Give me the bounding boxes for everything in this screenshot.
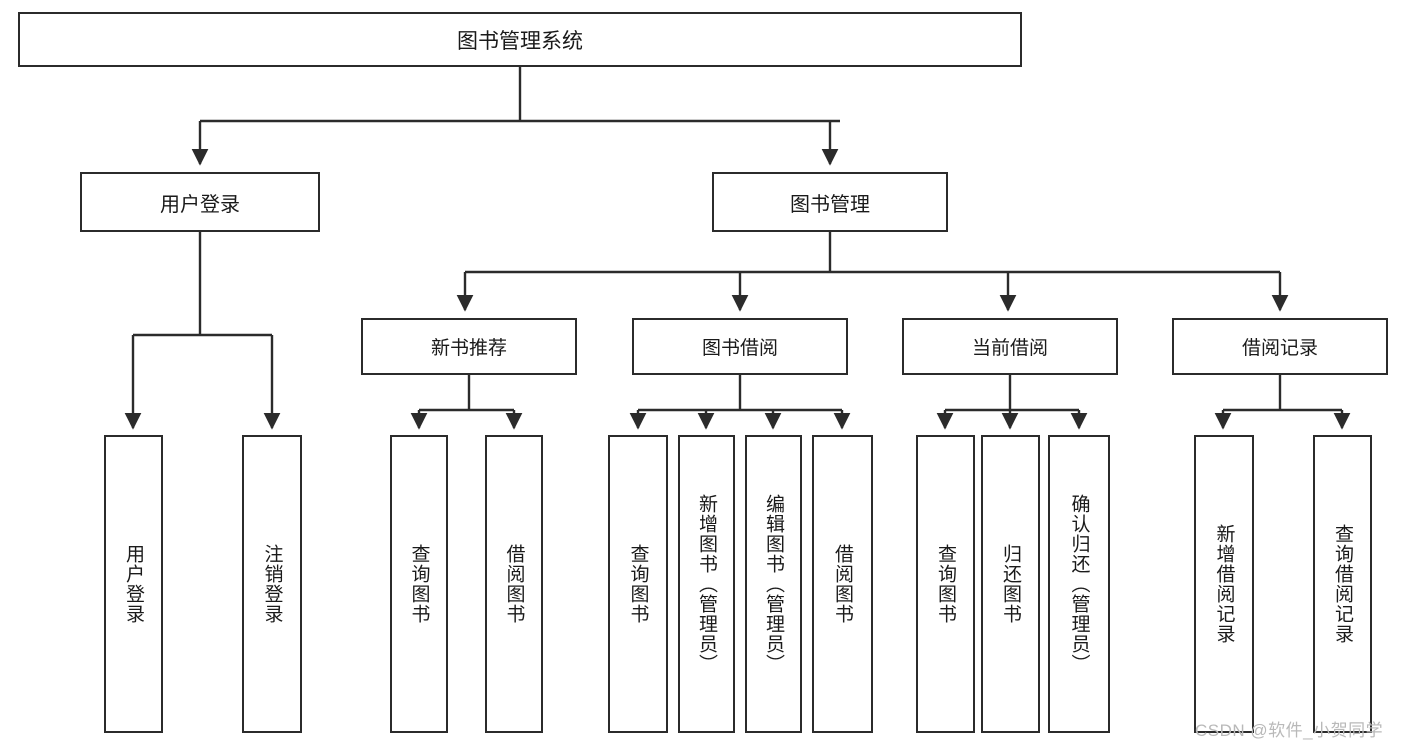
node-leaf-logout[interactable]: 注销登录 (242, 435, 302, 733)
node-leaf-query-book-1-label: 查询图书 (408, 544, 430, 624)
node-leaf-query-record-label: 查询借阅记录 (1332, 524, 1354, 644)
node-book-manage-label: 图书管理 (790, 193, 870, 216)
node-borrow-record[interactable]: 借阅记录 (1172, 318, 1388, 375)
node-leaf-add-record[interactable]: 新增借阅记录 (1194, 435, 1254, 733)
node-leaf-query-book-1[interactable]: 查询图书 (390, 435, 448, 733)
node-leaf-query-book-3-label: 查询图书 (935, 544, 957, 624)
node-book-borrow[interactable]: 图书借阅 (632, 318, 848, 375)
node-leaf-borrow-book-1-label: 借阅图书 (503, 544, 525, 624)
node-leaf-logout-label: 注销登录 (261, 544, 283, 624)
node-root[interactable]: 图书管理系统 (18, 12, 1022, 67)
node-leaf-user-login-label: 用户登录 (123, 544, 145, 624)
node-leaf-user-login[interactable]: 用户登录 (104, 435, 163, 733)
csdn-watermark: CSDN @软件_小贺同学 (1195, 721, 1384, 740)
node-leaf-add-book[interactable]: 新增图书（管理员） (678, 435, 735, 733)
node-leaf-add-book-label: 新增图书（管理员） (696, 494, 718, 674)
node-root-label: 图书管理系统 (457, 29, 583, 53)
node-book-borrow-label: 图书借阅 (701, 338, 778, 359)
node-leaf-return-book-label: 归还图书 (1000, 544, 1022, 624)
node-user-login[interactable]: 用户登录 (80, 172, 320, 232)
node-borrow-record-label: 借阅记录 (1241, 338, 1318, 359)
node-leaf-query-book-2[interactable]: 查询图书 (608, 435, 668, 733)
node-leaf-query-book-2-label: 查询图书 (627, 544, 649, 624)
node-leaf-return-book[interactable]: 归还图书 (981, 435, 1040, 733)
node-new-book-rec[interactable]: 新书推荐 (361, 318, 577, 375)
node-leaf-query-record[interactable]: 查询借阅记录 (1313, 435, 1372, 733)
node-leaf-borrow-book-1[interactable]: 借阅图书 (485, 435, 543, 733)
node-leaf-add-record-label: 新增借阅记录 (1213, 524, 1235, 644)
node-leaf-edit-book-label: 编辑图书（管理员） (763, 494, 785, 674)
node-leaf-borrow-book-2[interactable]: 借阅图书 (812, 435, 873, 733)
node-new-book-rec-label: 新书推荐 (430, 338, 507, 359)
node-leaf-confirm-return-label: 确认归还（管理员） (1068, 494, 1090, 674)
node-leaf-query-book-3[interactable]: 查询图书 (916, 435, 975, 733)
node-book-manage[interactable]: 图书管理 (712, 172, 948, 232)
node-current-borrow[interactable]: 当前借阅 (902, 318, 1118, 375)
node-user-login-label: 用户登录 (160, 193, 240, 216)
node-leaf-confirm-return[interactable]: 确认归还（管理员） (1048, 435, 1110, 733)
node-leaf-borrow-book-2-label: 借阅图书 (832, 544, 854, 624)
node-leaf-edit-book[interactable]: 编辑图书（管理员） (745, 435, 802, 733)
node-current-borrow-label: 当前借阅 (971, 338, 1048, 359)
